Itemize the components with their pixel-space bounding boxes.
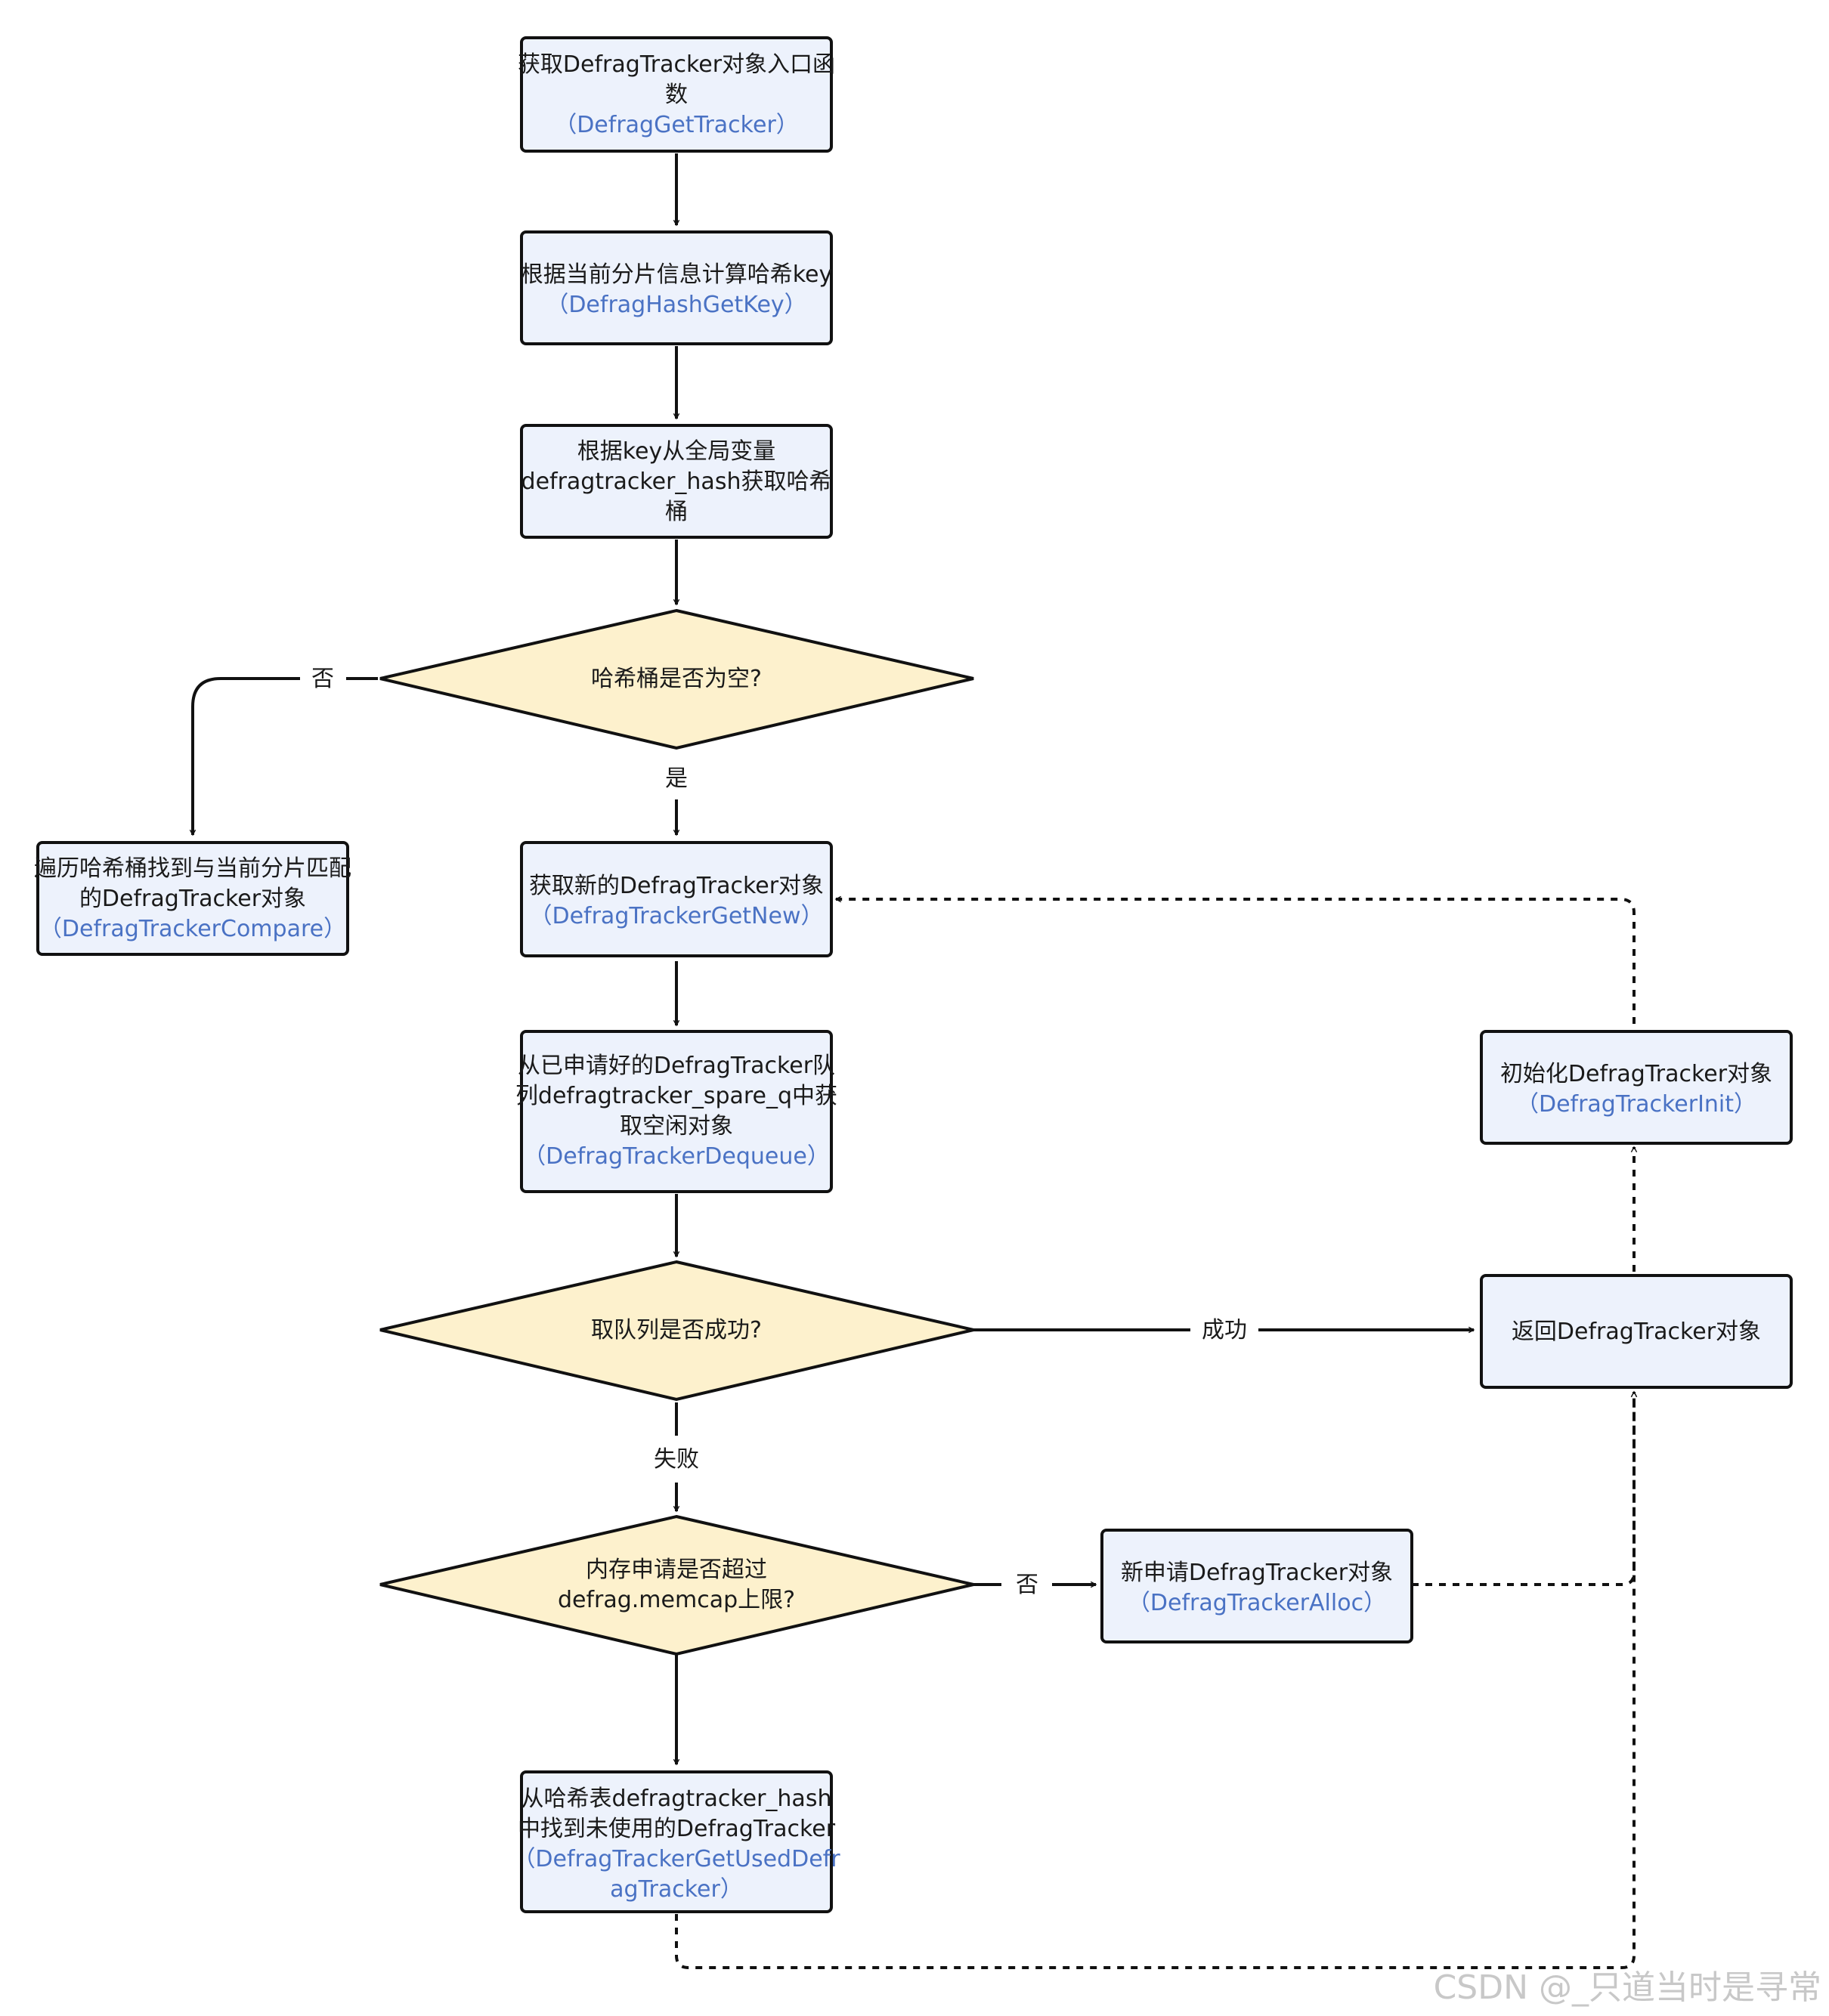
- svg-text:获取新的DefragTracker对象: 获取新的DefragTracker对象: [529, 873, 824, 899]
- svg-text:数: 数: [665, 82, 688, 108]
- node-entry: 获取DefragTracker对象入口函 数 （DefragGetTracker…: [518, 36, 835, 153]
- svg-text:（DefragTrackerAlloc）: （DefragTrackerAlloc）: [1128, 1590, 1386, 1616]
- edge-alloc-to-return: [1412, 1392, 1634, 1586]
- svg-text:初始化DefragTracker对象: 初始化DefragTracker对象: [1500, 1061, 1772, 1087]
- decision-queue-success: 取队列是否成功?: [379, 1260, 974, 1402]
- node-hashkey: 根据当前分片信息计算哈希key （DefragHashGetKey）: [520, 230, 833, 345]
- edge-init-to-getnew: [836, 899, 1636, 1024]
- edge-label-queue-success: 成功: [1202, 1317, 1247, 1343]
- svg-text:获取DefragTracker对象入口函: 获取DefragTracker对象入口函: [518, 51, 835, 78]
- svg-text:桶: 桶: [665, 499, 688, 525]
- svg-text:根据当前分片信息计算哈希key: 根据当前分片信息计算哈希key: [521, 261, 833, 288]
- svg-text:哈希桶是否为空?: 哈希桶是否为空?: [591, 666, 762, 692]
- node-unused: 从哈希表defragtracker_hash 中找到未使用的DefragTrac…: [512, 1770, 840, 1913]
- watermark: CSDN @_只道当时是寻常: [1434, 1968, 1821, 2007]
- svg-text:agTracker）: agTracker）: [610, 1876, 743, 1903]
- edge-unused-to-return: [675, 1392, 1634, 1969]
- decision-bucket-empty: 哈希桶是否为空?: [379, 608, 974, 750]
- svg-text:内存申请是否超过: 内存申请是否超过: [586, 1557, 767, 1583]
- svg-text:（DefragTrackerDequeue）: （DefragTrackerDequeue）: [523, 1143, 830, 1170]
- edge-label-empty-no: 否: [311, 666, 334, 692]
- svg-text:从已申请好的DefragTracker队: 从已申请好的DefragTracker队: [518, 1053, 835, 1079]
- decision-memcap: 内存申请是否超过 defrag.memcap上限?: [379, 1514, 974, 1656]
- svg-text:defragtracker_hash获取哈希: defragtracker_hash获取哈希: [521, 468, 832, 495]
- node-bucket: 根据key从全局变量 defragtracker_hash获取哈希 桶: [520, 424, 833, 539]
- svg-text:（DefragTrackerGetNew）: （DefragTrackerGetNew）: [529, 903, 823, 929]
- svg-text:返回DefragTracker对象: 返回DefragTracker对象: [1512, 1319, 1761, 1345]
- svg-text:（DefragTrackerInit）: （DefragTrackerInit）: [1516, 1091, 1756, 1118]
- svg-text:的DefragTracker对象: 的DefragTracker对象: [79, 886, 306, 912]
- svg-text:（DefragHashGetKey）: （DefragHashGetKey）: [546, 292, 806, 318]
- node-traverse: 遍历哈希桶找到与当前分片匹配 的DefragTracker对象 （DefragT…: [34, 841, 351, 956]
- svg-text:中找到未使用的DefragTracker: 中找到未使用的DefragTracker: [518, 1816, 836, 1842]
- node-getnew: 获取新的DefragTracker对象 （DefragTrackerGetNew…: [520, 841, 833, 957]
- edge-empty-no: [193, 677, 378, 835]
- svg-text:遍历哈希桶找到与当前分片匹配: 遍历哈希桶找到与当前分片匹配: [34, 855, 351, 882]
- node-init: 初始化DefragTracker对象 （DefragTrackerInit）: [1480, 1030, 1793, 1145]
- node-return: 返回DefragTracker对象: [1480, 1274, 1793, 1389]
- svg-text:defrag.memcap上限?: defrag.memcap上限?: [558, 1587, 795, 1613]
- node-alloc: 新申请DefragTracker对象 （DefragTrackerAlloc）: [1100, 1529, 1413, 1643]
- edge-label-memcap-no: 否: [1016, 1572, 1038, 1598]
- node-dequeue: 从已申请好的DefragTracker队 列defragtracker_spar…: [515, 1030, 837, 1193]
- svg-text:新申请DefragTracker对象: 新申请DefragTracker对象: [1121, 1560, 1393, 1586]
- svg-text:（DefragTrackerGetUsedDefr: （DefragTrackerGetUsedDefr: [512, 1846, 840, 1872]
- svg-text:列defragtracker_spare_q中获: 列defragtracker_spare_q中获: [515, 1083, 837, 1109]
- svg-text:（DefragTrackerCompare）: （DefragTrackerCompare）: [39, 916, 346, 942]
- edge-label-queue-fail: 失败: [654, 1446, 699, 1473]
- edge-label-empty-yes: 是: [665, 765, 688, 792]
- svg-text:取空闲对象: 取空闲对象: [620, 1113, 733, 1139]
- svg-text:取队列是否成功?: 取队列是否成功?: [591, 1317, 762, 1343]
- svg-text:根据key从全局变量: 根据key从全局变量: [577, 438, 776, 465]
- svg-text:从哈希表defragtracker_hash: 从哈希表defragtracker_hash: [521, 1786, 832, 1812]
- svg-text:（DefragGetTracker）: （DefragGetTracker）: [554, 112, 799, 138]
